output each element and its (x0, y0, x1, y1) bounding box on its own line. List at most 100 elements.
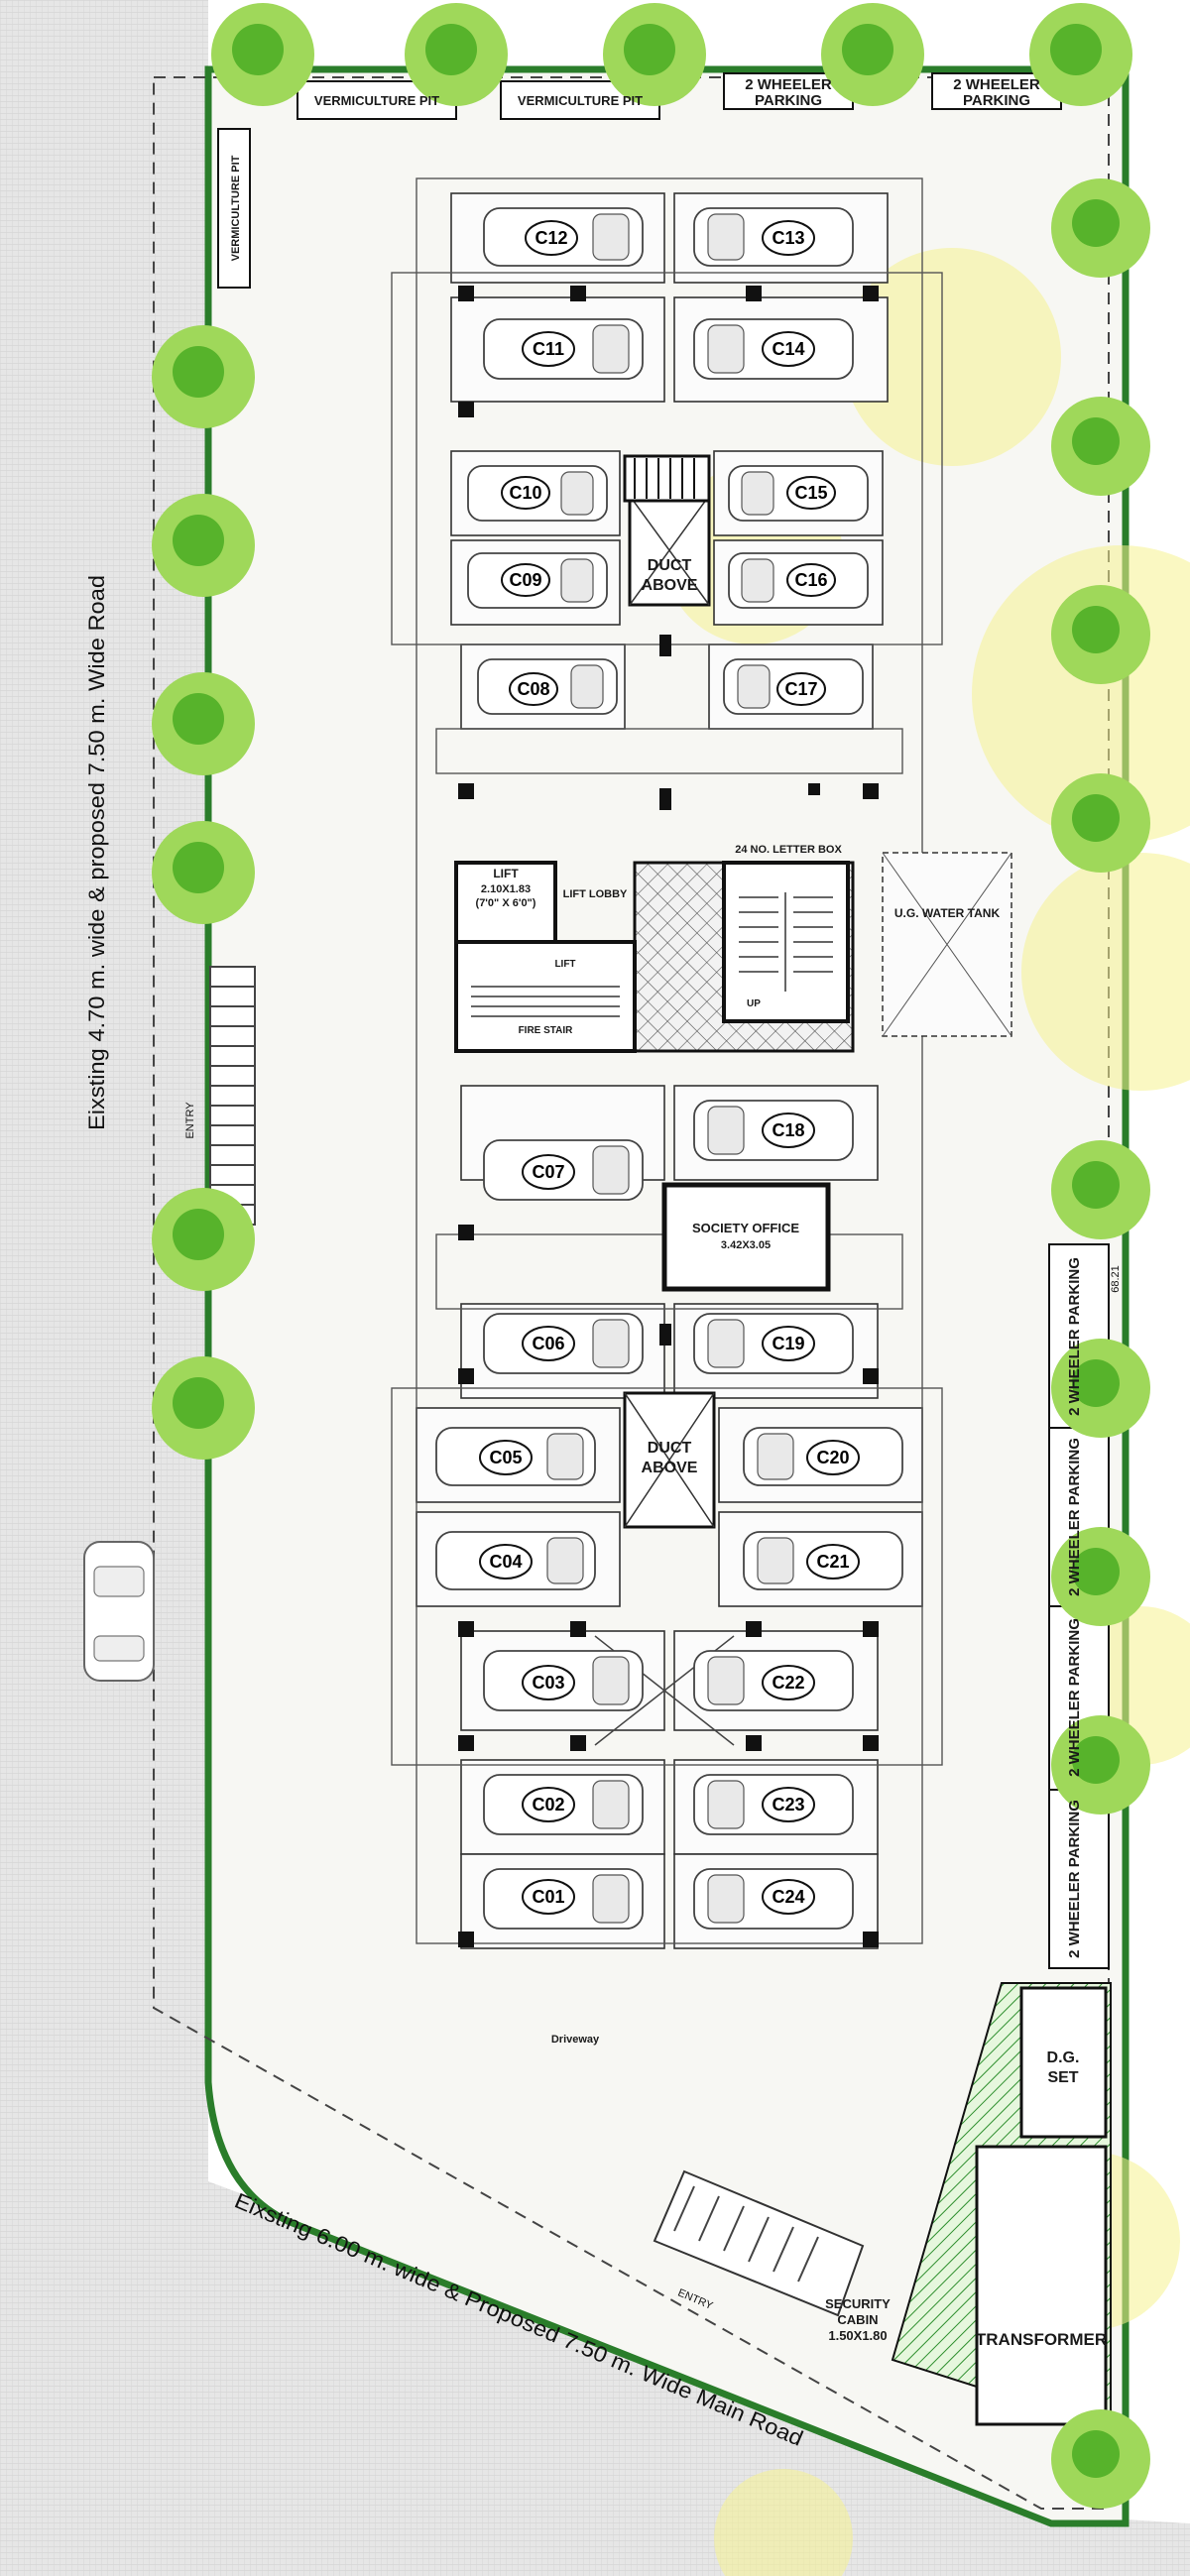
car-label: C14 (772, 339, 804, 359)
car-c08: C08 (477, 658, 618, 715)
duct-upper-line1: DUCT (648, 557, 692, 574)
duct-lower-line2: ABOVE (642, 1460, 698, 1476)
dg-set-label-line1: D.G. (1047, 2049, 1080, 2066)
car-c19: C19 (693, 1313, 854, 1374)
car-label: C22 (772, 1673, 804, 1693)
car-label: C02 (532, 1795, 564, 1815)
dg-set-label-line2: SET (1047, 2069, 1078, 2086)
transformer-label: TRANSFORMER (976, 2330, 1107, 2349)
car-c12: C12 (483, 207, 644, 267)
car-label: C08 (517, 679, 549, 699)
car-label: C13 (772, 228, 804, 248)
car-c13: C13 (693, 207, 854, 267)
car-c14: C14 (693, 318, 854, 380)
car-c20: C20 (743, 1427, 903, 1486)
car-label: C23 (772, 1795, 804, 1815)
water-tank-label: U.G. WATER TANK (894, 906, 1001, 920)
duct-upper (628, 494, 711, 607)
car-label: C03 (532, 1673, 564, 1693)
duct-upper-line2: ABOVE (642, 577, 698, 594)
car-c15: C15 (728, 465, 869, 522)
security-cabin-line2: CABIN (837, 2312, 878, 2327)
trees (152, 3, 1150, 2509)
car-label: C12 (535, 228, 567, 248)
car-label: C17 (784, 679, 817, 699)
dimension-label: 68.21 (1110, 1265, 1122, 1293)
services-area (891, 1982, 1112, 2431)
car-label: C06 (532, 1334, 564, 1353)
driveway-label: Driveway (551, 2034, 600, 2046)
car-c06: C06 (483, 1313, 644, 1374)
car-label: C16 (794, 570, 827, 590)
lift-size-label: 2.10X1.83 (481, 883, 531, 895)
duct-lower (623, 1391, 716, 1529)
two-wheeler-top-1-line1: 2 WHEELER (745, 76, 832, 93)
top-staircase (623, 454, 711, 503)
car-c07: C07 (483, 1139, 644, 1201)
car-label: C10 (509, 483, 541, 503)
society-office-size: 3.42X3.05 (721, 1239, 771, 1251)
car-c10: C10 (467, 465, 608, 522)
car-label: C20 (816, 1448, 849, 1467)
car-c21: C21 (743, 1531, 903, 1590)
car-c03: C03 (483, 1650, 644, 1711)
lift-shaft (454, 861, 557, 944)
car-label: C09 (509, 570, 541, 590)
lift-small-label: LIFT (554, 959, 575, 970)
lift-size-imperial: (7'0" X 6'0") (476, 897, 536, 909)
top-strip (217, 72, 1062, 289)
car-label: C11 (533, 339, 564, 359)
car-c02: C02 (483, 1774, 644, 1835)
letter-box-label: 24 NO. LETTER BOX (735, 844, 842, 856)
car-label: C05 (489, 1448, 522, 1467)
car-label: C18 (772, 1120, 804, 1140)
two-wheeler-right-1: 2 WHEELER PARKING (1066, 1257, 1083, 1416)
car-c04: C04 (435, 1531, 596, 1590)
car-c18: C18 (693, 1100, 854, 1161)
society-office (661, 1182, 831, 1292)
core-area (454, 861, 855, 1053)
main-entry-gate (653, 2169, 865, 2317)
road-car-icon (83, 1541, 155, 1682)
lift-label: LIFT (493, 867, 519, 880)
car-c09: C09 (467, 552, 608, 609)
lift-lobby-label: LIFT LOBBY (563, 888, 628, 900)
side-entry-label: ENTRY (184, 1102, 196, 1139)
side-road-label: Eixsting 4.70 m. wide & proposed 7.50 m.… (84, 575, 109, 1130)
car-c22: C22 (693, 1650, 854, 1711)
car-label: C01 (532, 1887, 564, 1907)
car-c17: C17 (723, 658, 864, 715)
car-c11: C11 (483, 318, 644, 380)
two-wheeler-right-4: 2 WHEELER PARKING (1066, 1800, 1083, 1958)
dg-set-box (1019, 1986, 1108, 2139)
car-label: C19 (772, 1334, 804, 1353)
vermiculture-pit-side-label: VERMICULTURE PIT (230, 155, 242, 261)
vermiculture-pit-label-1: VERMICULTURE PIT (314, 93, 439, 108)
car-c01: C01 (483, 1868, 644, 1930)
transformer-box (975, 2145, 1108, 2426)
vermiculture-pit-label-2: VERMICULTURE PIT (518, 93, 643, 108)
two-wheeler-top-1-line2: PARKING (755, 92, 822, 109)
two-wheeler-top-2-line2: PARKING (963, 92, 1030, 109)
side-entry-gate (209, 966, 256, 1226)
water-tank (882, 852, 1012, 1037)
plot-boundary (204, 65, 1130, 2527)
car-label: C04 (489, 1552, 522, 1572)
fire-stair-label: FIRE STAIR (519, 1025, 574, 1036)
car-label: C07 (532, 1162, 564, 1182)
car-label: C15 (794, 483, 827, 503)
two-wheeler-top-2-line1: 2 WHEELER (953, 76, 1040, 93)
car-c16: C16 (728, 552, 869, 609)
two-wheeler-right-2: 2 WHEELER PARKING (1066, 1438, 1083, 1596)
car-c05: C05 (435, 1427, 596, 1486)
society-office-label: SOCIETY OFFICE (692, 1221, 799, 1235)
security-cabin-size: 1.50X1.80 (828, 2328, 887, 2343)
columns (458, 286, 879, 1947)
car-c23: C23 (693, 1774, 854, 1835)
car-c24: C24 (693, 1868, 854, 1930)
security-cabin-line1: SECURITY (825, 2296, 891, 2311)
car-label: C21 (816, 1552, 849, 1572)
car-label: C24 (772, 1887, 804, 1907)
two-wheeler-right-3: 2 WHEELER PARKING (1066, 1618, 1083, 1777)
